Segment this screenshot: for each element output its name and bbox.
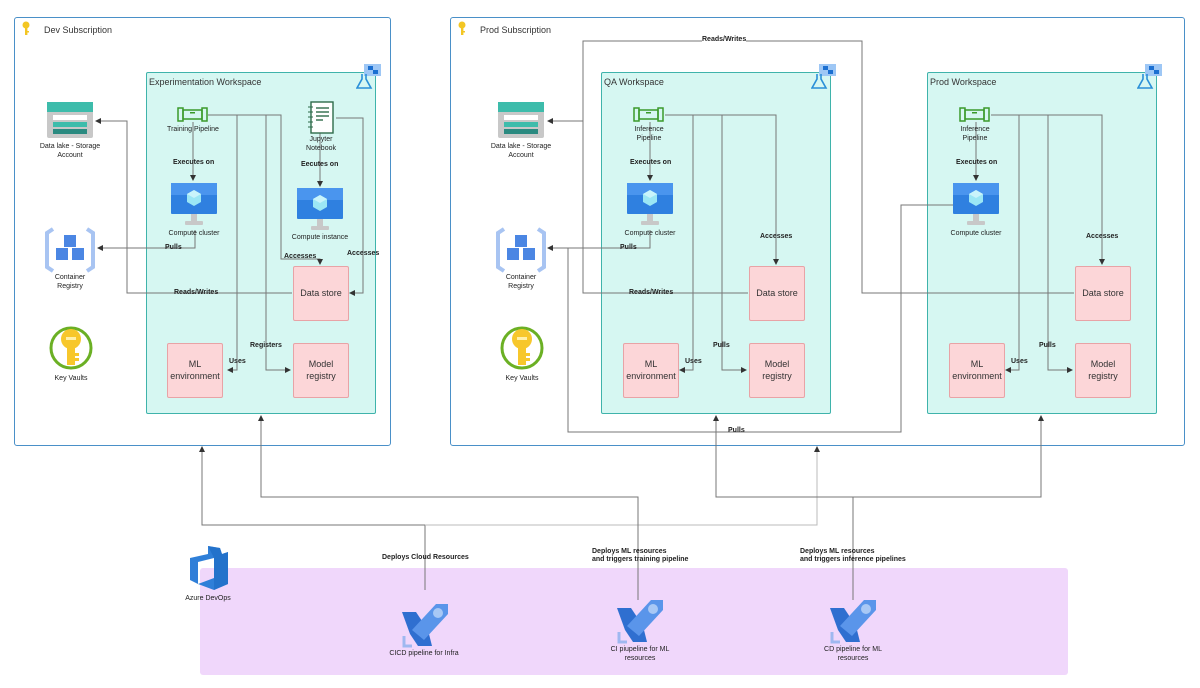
data-lake-icon [47,102,93,143]
data-lake-label: Data lake - Storage Account [490,143,552,159]
compute-cluster-icon [171,183,217,232]
key-icon [21,21,31,42]
edge-label-executes-on: Executes on [173,159,215,166]
edge-label-reads-writes: Reads/Writes [702,36,747,45]
container-registry-icon [496,227,546,278]
compute-cluster-icon [627,183,673,232]
compute-cluster-icon [953,183,999,232]
edge-label-executes-on: Executes on [956,159,998,166]
edge-label-pulls: Pulls [1039,342,1056,349]
model-registry: Model registry [749,343,805,398]
prod-subscription-title: Prod Subscription [480,25,552,35]
container-registry-label: Container Registry [54,274,86,290]
edge-label-uses: Uses [1011,358,1028,365]
pipeline-rocket-icon [400,600,448,653]
edge-label-reads-writes: Reads/Writes [629,289,674,296]
pipeline-icon [633,107,664,127]
compute-cluster-label: Compute cluster [950,230,1002,237]
ml-environment: ML environment [623,343,679,398]
compute-instance-label: Compute instance [291,234,349,241]
compute-instance-icon [297,188,343,237]
key-icon [457,21,467,42]
data-store: Data store [749,266,805,321]
prod-workspace-title: Prod Workspace [930,77,997,87]
pipeline-cd-label: CD pipeline for ML resources [824,646,882,662]
azure-devops-label: Azure DevOps [185,595,231,602]
pipeline-icon [959,107,990,127]
edge-reads-writes [95,118,292,294]
pipeline-infra-label: CICD pipeline for Infra [389,650,459,657]
azure-ml-icon [355,64,382,95]
data-store: Data store [293,266,349,321]
experimentation-workspace-title: Experimentation Workspace [149,77,262,87]
edge-pulls [97,230,196,251]
edge-label-accesses: Accesses [760,233,793,240]
edge-label-pulls: Pulls [713,342,730,349]
pipeline-rocket-icon [828,596,876,649]
edge-label-pulls: Pulls [165,244,182,251]
jupyter-notebook-label: Jupyter Notebook [306,136,336,152]
azure-ml-icon [810,64,837,95]
jupyter-notebook-icon [307,101,335,139]
edge-label-accesses: Accesses [1086,233,1119,240]
edge-label-executes-on: Executes on [630,159,672,166]
edge-label-reads-writes: Reads/Writes [174,289,219,296]
training-pipeline-label: Training Pipeline [167,126,219,133]
edge-label-eecutes-on: Eecutes on [301,161,339,168]
data-store: Data store [1075,266,1131,321]
key-vault-icon [499,325,545,376]
pipeline-ci-label: CI piupeline for ML resources [610,646,670,662]
data-lake-icon [498,102,544,143]
edge-label-deploys-ml-training: Deploys ML resources and triggers traini… [592,548,689,564]
compute-cluster-label: Compute cluster [624,230,676,237]
edge-label-accesses: Accesses [284,253,317,260]
ml-environment: ML environment [167,343,223,398]
edge-label-pulls: Pulls [728,427,745,434]
edge-label-accesses: Accesses [347,250,380,257]
model-registry: Model registry [293,343,349,398]
key-vaults-label: Key Vaults [505,375,539,382]
pipeline-rocket-icon [615,596,663,649]
dev-subscription-title: Dev Subscription [44,25,113,35]
model-registry: Model registry [1075,343,1131,398]
edge-label-uses: Uses [229,358,246,365]
azure-devops-icon [184,544,232,597]
edge-label-uses: Uses [685,358,702,365]
azure-ml-icon [1136,64,1163,95]
compute-cluster-label: Compute cluster [168,230,220,237]
inference-pipeline-label: Inference Pipeline [634,126,664,142]
inference-pipeline-label: Inference Pipeline [960,126,990,142]
ml-environment: ML environment [949,343,1005,398]
container-registry-label: Container Registry [505,274,537,290]
edge-label-registers: Registers [250,342,282,349]
key-vaults-label: Key Vaults [54,375,88,382]
container-registry-icon [45,227,95,278]
edge-label-pulls: Pulls [620,244,637,251]
edge-label-deploys-cloud: Deploys Cloud Resources [382,554,469,561]
data-lake-label: Data lake - Storage Account [39,143,101,159]
qa-workspace-title: QA Workspace [604,77,664,87]
edge-label-deploys-ml-inference: Deploys ML resources and triggers infere… [800,548,906,564]
pipeline-icon [177,107,208,127]
key-vault-icon [48,325,94,376]
